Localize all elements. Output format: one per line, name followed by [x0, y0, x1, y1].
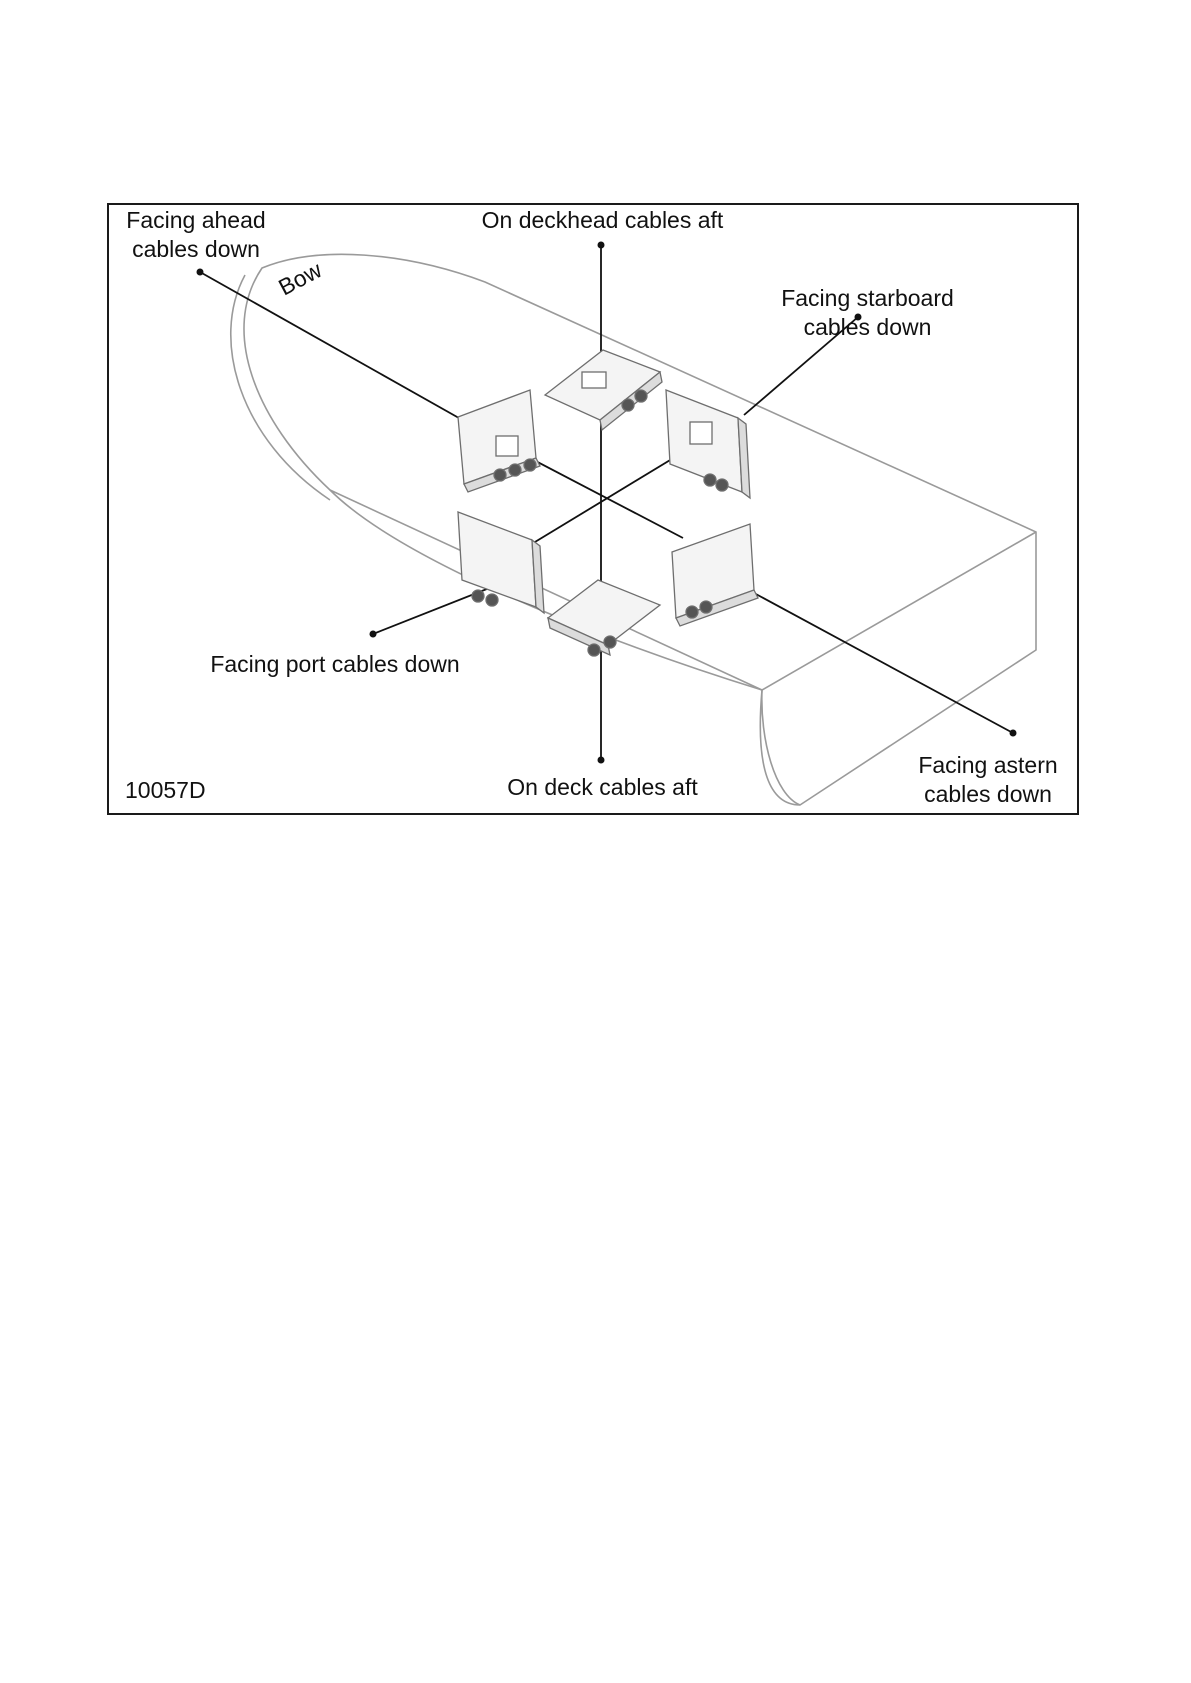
- unit-facing-ahead: [458, 390, 540, 492]
- dot-port: [370, 631, 377, 638]
- label-facing-astern-line2: cables down: [903, 780, 1073, 809]
- label-facing-ahead: Facing ahead cables down: [106, 206, 286, 264]
- label-facing-starboard-line2: cables down: [760, 313, 975, 342]
- label-facing-starboard: Facing starboard cables down: [760, 284, 975, 342]
- dot-ahead: [197, 269, 204, 276]
- label-on-deckhead: On deckhead cables aft: [460, 206, 745, 235]
- figure-id: 10057D: [125, 776, 206, 805]
- label-facing-ahead-line1: Facing ahead: [106, 206, 286, 235]
- label-facing-starboard-line1: Facing starboard: [760, 284, 975, 313]
- label-facing-astern: Facing astern cables down: [903, 751, 1073, 809]
- label-facing-astern-line1: Facing astern: [903, 751, 1073, 780]
- dot-deck: [598, 757, 605, 764]
- label-facing-port: Facing port cables down: [200, 650, 470, 679]
- unit-facing-port: [458, 512, 544, 613]
- dot-deckhead: [598, 242, 605, 249]
- label-on-deck: On deck cables aft: [490, 773, 715, 802]
- unit-on-deck: [548, 580, 660, 656]
- unit-facing-astern: [672, 524, 758, 626]
- unit-on-deckhead: [545, 350, 662, 430]
- dot-astern: [1010, 730, 1017, 737]
- label-facing-ahead-line2: cables down: [106, 235, 286, 264]
- unit-facing-starboard: [666, 390, 750, 498]
